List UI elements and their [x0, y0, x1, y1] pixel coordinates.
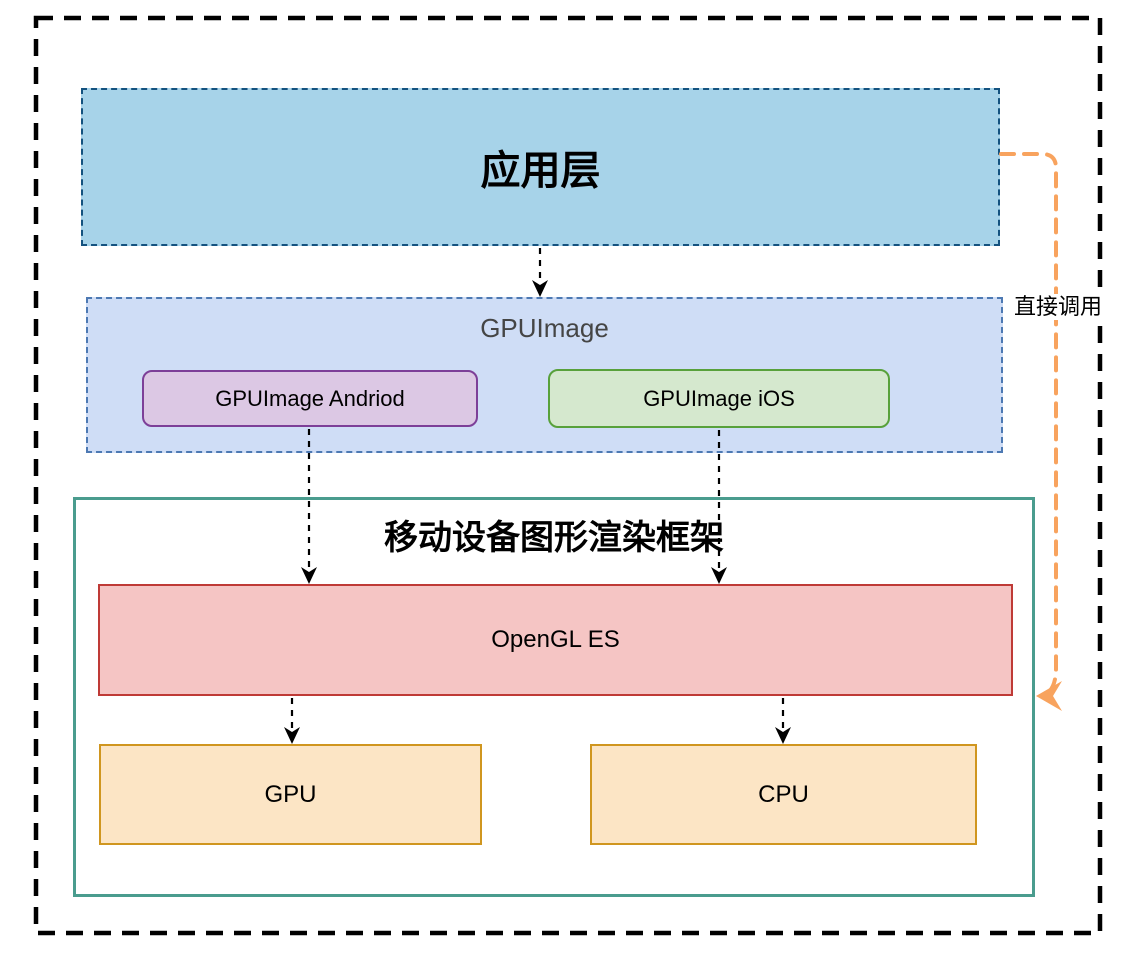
direct-call-arrowhead: [1036, 681, 1062, 711]
gpuimage-ios-box: GPUImage iOS: [548, 369, 890, 428]
gpuimage-container-label: GPUImage: [480, 313, 609, 343]
cpu-box: CPU: [590, 744, 977, 845]
gpuimage-android-box: GPUImage Andriod: [142, 370, 478, 427]
gpu-box: GPU: [99, 744, 482, 845]
gpuimage-ios-label: GPUImage iOS: [643, 385, 795, 411]
cpu-label: CPU: [758, 780, 809, 808]
gpuimage-android-label: GPUImage Andriod: [215, 385, 405, 411]
opengl-es-label: OpenGL ES: [491, 626, 620, 653]
arrowhead-app-to-gpuimage: [532, 280, 548, 297]
opengl-es-box: OpenGL ES: [98, 584, 1013, 696]
direct-call-label: 直接调用: [1013, 294, 1104, 320]
app-layer-label: 应用层: [480, 149, 601, 193]
app-layer-box: 应用层: [81, 88, 1000, 246]
framework-label: 移动设备图形渲染框架: [384, 519, 724, 557]
gpu-label: GPU: [264, 780, 317, 808]
